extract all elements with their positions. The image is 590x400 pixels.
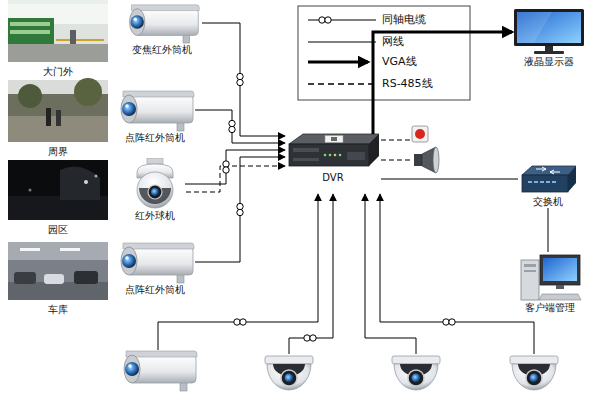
legend-samples [308, 17, 376, 84]
zoom-ir-bullet-camera: 变焦红外筒机 [122, 2, 202, 56]
device-icon [512, 8, 586, 56]
coax-symbol [237, 73, 243, 85]
lcd-monitor: 液晶显示器 [512, 8, 586, 68]
dome-camera [265, 356, 313, 390]
alarm-button [412, 126, 428, 142]
network-switch: 交换机 [518, 162, 578, 208]
vga-cable [373, 32, 512, 134]
device-icon [122, 2, 202, 44]
device-label: 客户端管理 [518, 302, 582, 314]
device-icon [125, 158, 185, 210]
photo-caption: 周界 [8, 146, 108, 158]
coax-symbol [304, 335, 316, 341]
device-icon [518, 252, 582, 302]
device-icon [115, 240, 195, 284]
network-cable [548, 208, 549, 252]
device-label: 变焦红外筒机 [122, 44, 202, 56]
legend-text: 网线 [382, 35, 404, 48]
ir-speed-dome: 红外球机 [125, 158, 185, 222]
coax-symbol [234, 319, 246, 325]
coax-wire [158, 194, 534, 354]
ir-bullet-camera: 点阵红外筒机 [115, 240, 195, 296]
legend-text: RS-485线 [382, 77, 433, 90]
photo-caption: 园区 [8, 224, 108, 236]
rs485-wire [186, 166, 285, 192]
photo-garage [8, 242, 108, 300]
siren [414, 147, 439, 173]
rs485-wire [381, 140, 410, 141]
device-icon [518, 162, 578, 196]
device-label: 红外球机 [125, 210, 185, 222]
photo-gate [8, 0, 108, 62]
dvr-recorder: DVR [285, 128, 381, 184]
device-label: 液晶显示器 [512, 56, 586, 68]
bullet-camera [124, 351, 197, 391]
coax-cable [185, 150, 285, 184]
coax-cable [202, 23, 285, 136]
device-label: DVR [285, 172, 381, 184]
dome-camera [392, 356, 440, 390]
photo-campus [8, 160, 108, 220]
legend-text: 同轴电缆 [382, 13, 426, 26]
device-icon [115, 88, 195, 132]
coax-cable [195, 157, 285, 262]
device-label: 交换机 [518, 196, 578, 208]
photo-caption: 大门外 [8, 66, 108, 78]
device-icon [285, 128, 381, 172]
device-label: 点阵红外筒机 [115, 132, 195, 144]
coax-cable [195, 110, 285, 143]
legend-text: VGA线 [382, 55, 417, 68]
legend-frame [298, 6, 470, 100]
photo-perimeter [8, 78, 108, 142]
device-label: 点阵红外筒机 [115, 284, 195, 296]
coax-symbol [229, 120, 235, 132]
coax-symbol [237, 203, 243, 215]
network-cable [381, 179, 518, 180]
coax-symbol [223, 161, 229, 173]
photo-caption: 车库 [8, 304, 108, 316]
client-pc: 客户端管理 [518, 252, 582, 314]
coax-symbol [443, 319, 455, 325]
ir-bullet-camera: 点阵红外筒机 [115, 88, 195, 144]
dome-camera [510, 356, 558, 390]
rs485-wire [381, 160, 412, 161]
